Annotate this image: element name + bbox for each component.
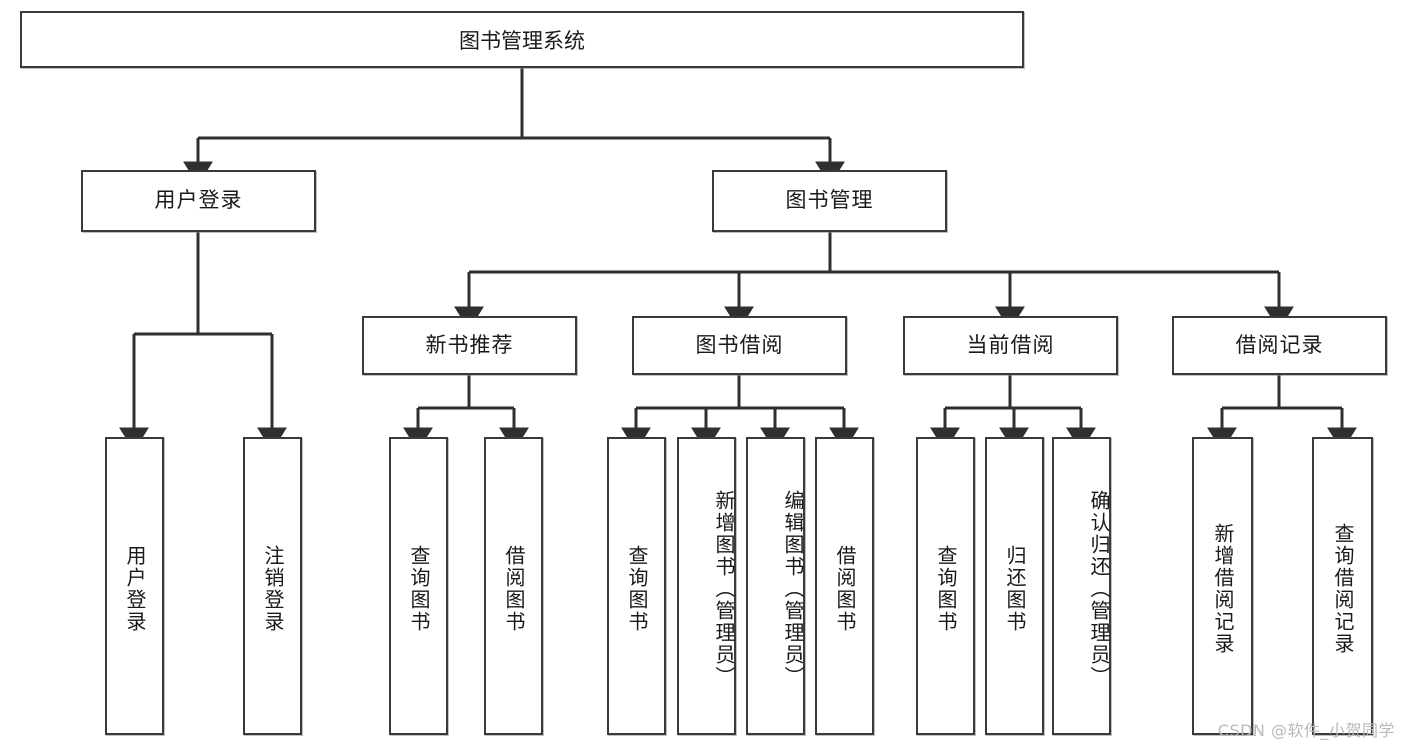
- node-label: 新增图书（管理员）: [712, 490, 736, 688]
- leaf-user-login[interactable]: 用户登录: [105, 437, 164, 735]
- node-book-manage[interactable]: 图书管理: [712, 170, 947, 232]
- node-label: 借阅图书: [833, 545, 857, 633]
- node-book-borrow[interactable]: 图书借阅: [632, 316, 847, 375]
- node-book-management-system[interactable]: 图书管理系统: [20, 11, 1024, 68]
- node-user-login[interactable]: 用户登录: [81, 170, 316, 232]
- node-label: 图书管理: [785, 188, 874, 213]
- node-label: 查询图书: [625, 545, 649, 633]
- node-label: 注销登录: [261, 545, 285, 633]
- leaf-query-book-current[interactable]: 查询图书: [916, 437, 975, 735]
- node-label: 借阅图书: [502, 545, 526, 633]
- leaf-logout-login[interactable]: 注销登录: [243, 437, 302, 735]
- node-label: 归还图书: [1003, 545, 1027, 633]
- node-label: 确认归还（管理员）: [1087, 490, 1111, 688]
- leaf-borrow-book-recommend[interactable]: 借阅图书: [484, 437, 543, 735]
- node-label: 新书推荐: [425, 332, 514, 357]
- node-label: 查询借阅记录: [1331, 523, 1355, 655]
- csdn-watermark: CSDN @软件_小贺同学: [1217, 721, 1395, 740]
- leaf-query-borrow-record[interactable]: 查询借阅记录: [1312, 437, 1373, 735]
- leaf-return-book[interactable]: 归还图书: [985, 437, 1044, 735]
- node-label: 编辑图书（管理员）: [781, 490, 805, 688]
- leaf-query-book-recommend[interactable]: 查询图书: [389, 437, 448, 735]
- node-label: 图书管理系统: [459, 28, 585, 53]
- node-label: 图书借阅: [695, 332, 784, 357]
- node-label: 查询图书: [934, 545, 958, 633]
- node-current-borrow[interactable]: 当前借阅: [903, 316, 1118, 375]
- node-new-book-recommend[interactable]: 新书推荐: [362, 316, 577, 375]
- node-label: 当前借阅: [966, 332, 1055, 357]
- leaf-borrow-book[interactable]: 借阅图书: [815, 437, 874, 735]
- leaf-query-book-borrow[interactable]: 查询图书: [607, 437, 666, 735]
- leaf-confirm-return-admin[interactable]: 确认归还（管理员）: [1052, 437, 1111, 735]
- node-label: 用户登录: [154, 188, 243, 213]
- leaf-add-book-admin[interactable]: 新增图书（管理员）: [677, 437, 736, 735]
- node-label: 用户登录: [123, 545, 147, 633]
- leaf-add-borrow-record[interactable]: 新增借阅记录: [1192, 437, 1253, 735]
- node-label: 借阅记录: [1235, 332, 1324, 357]
- node-label: 查询图书: [407, 545, 431, 633]
- node-label: 新增借阅记录: [1211, 523, 1235, 655]
- leaf-edit-book-admin[interactable]: 编辑图书（管理员）: [746, 437, 805, 735]
- node-borrow-record[interactable]: 借阅记录: [1172, 316, 1387, 375]
